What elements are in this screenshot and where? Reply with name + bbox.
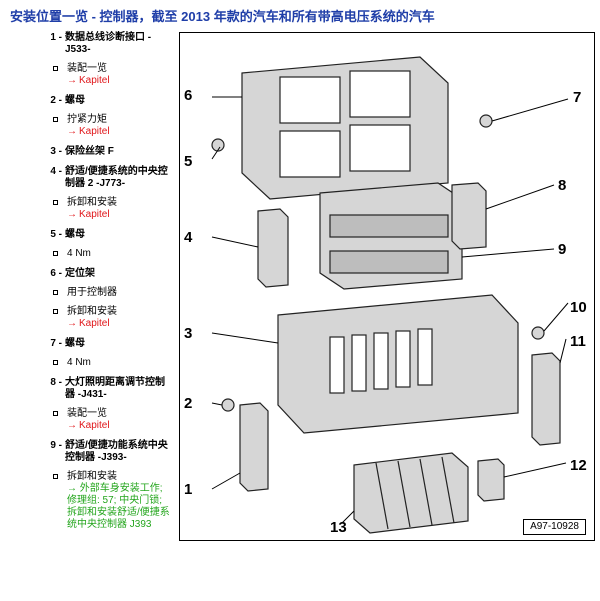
callout-5: 5 [184, 153, 193, 170]
arrow-icon: → [67, 483, 77, 494]
sub-text: 拆卸和安装 [67, 306, 117, 317]
kapitel-link[interactable]: →Kapitel [67, 318, 110, 329]
sub-text: 4 Nm [67, 248, 91, 259]
sub-text: 用于控制器 [67, 287, 117, 298]
legend-item-9: 9 -舒适/便捷功能系统中央控制器 -J393- 拆卸和安装→ 外部车身安装工作… [36, 440, 172, 531]
kapitel-link[interactable]: →Kapitel [67, 420, 110, 431]
bullet-icon [53, 309, 58, 314]
legend-label: 定位架 [65, 268, 95, 279]
bullet-icon [53, 290, 58, 295]
legend-item-8: 8 -大灯照明距离调节控制器 -J431- 装配一览→Kapitel [36, 377, 172, 432]
legend-num: 9 - [50, 440, 62, 451]
legend-num: 7 - [50, 338, 62, 349]
legend-label: 螺母 [65, 229, 85, 240]
legend-num: 4 - [50, 166, 62, 177]
kapitel-link[interactable]: →Kapitel [67, 209, 110, 220]
legend-num: 6 - [50, 268, 62, 279]
callout-4: 4 [184, 229, 193, 246]
sub-text: 拆卸和安装 [67, 197, 117, 208]
sub-text: 装配一览 [67, 63, 107, 74]
bullet-icon [53, 411, 58, 416]
legend-num: 8 - [50, 377, 62, 388]
legend-num: 3 - [50, 146, 62, 157]
legend-label: 螺母 [65, 95, 85, 106]
legend-item-2: 2 -螺母 拧紧力矩→Kapitel [36, 95, 172, 138]
callout-1: 1 [184, 481, 193, 498]
sub-text: 4 Nm [67, 357, 91, 368]
callout-9: 9 [558, 241, 567, 258]
bullet-icon [53, 474, 58, 479]
legend-item-5: 5 -螺母 4 Nm [36, 229, 172, 260]
legend-item-7: 7 -螺母 4 Nm [36, 338, 172, 369]
callout-2: 2 [184, 395, 193, 412]
callout-3: 3 [184, 325, 193, 342]
legend-label: 大灯照明距离调节控制器 -J431- [65, 377, 165, 400]
callout-12: 12 [570, 457, 587, 474]
control-unit-illustration [211, 56, 569, 534]
callout-11: 11 [570, 333, 586, 350]
arrow-icon: → [67, 126, 77, 137]
sub-text: 拧紧力矩 [67, 114, 107, 125]
legend-num: 1 - [50, 32, 62, 43]
callout-13: 13 [330, 519, 347, 536]
kapitel-link[interactable]: →Kapitel [67, 126, 110, 137]
callout-8: 8 [558, 177, 567, 194]
bullet-icon [53, 117, 58, 122]
legend-label: 数据总线诊断接口 -J533- [65, 32, 152, 55]
exploded-view-figure: 6 5 7 8 9 4 3 2 1 10 11 12 13 A97-10928 [179, 32, 595, 541]
cross-reference-link[interactable]: → 外部车身安装工作; 修理组: 57; 中央门锁; 拆卸和安装舒适/便捷系统中… [67, 483, 170, 530]
bullet-icon [53, 200, 58, 205]
bullet-icon [53, 66, 58, 71]
callout-10: 10 [570, 299, 587, 316]
callout-7: 7 [573, 89, 582, 106]
legend-num: 2 - [50, 95, 62, 106]
legend-label: 保险丝架 F [65, 146, 114, 157]
page-title: 安装位置一览 - 控制器，截至 2013 年款的汽车和所有带高电压系统的汽车 [10, 9, 435, 24]
legend-list: 1 -数据总线诊断接口 -J533- 装配一览→Kapitel 2 -螺母 拧紧… [36, 32, 172, 539]
legend-num: 5 - [50, 229, 62, 240]
legend-label: 舒适/便捷系统的中央控制器 2 -J773- [65, 166, 168, 189]
callout-6: 6 [184, 87, 193, 104]
legend-label: 舒适/便捷功能系统中央控制器 -J393- [65, 440, 168, 463]
bullet-icon [53, 251, 58, 256]
legend-item-6: 6 -定位架 用于控制器 拆卸和安装→Kapitel [36, 268, 172, 330]
legend-label: 螺母 [65, 338, 85, 349]
legend-item-4: 4 -舒适/便捷系统的中央控制器 2 -J773- 拆卸和安装→Kapitel [36, 166, 172, 221]
bullet-icon [53, 360, 58, 365]
legend-item-3: 3 -保险丝架 F [36, 146, 172, 158]
arrow-icon: → [67, 209, 77, 220]
kapitel-link[interactable]: →Kapitel [67, 75, 110, 86]
arrow-icon: → [67, 420, 77, 431]
sub-text: 拆卸和安装 [67, 471, 117, 482]
arrow-icon: → [67, 75, 77, 86]
sub-text: 装配一览 [67, 408, 107, 419]
legend-item-1: 1 -数据总线诊断接口 -J533- 装配一览→Kapitel [36, 32, 172, 87]
arrow-icon: → [67, 318, 77, 329]
figure-reference: A97-10928 [523, 519, 586, 535]
